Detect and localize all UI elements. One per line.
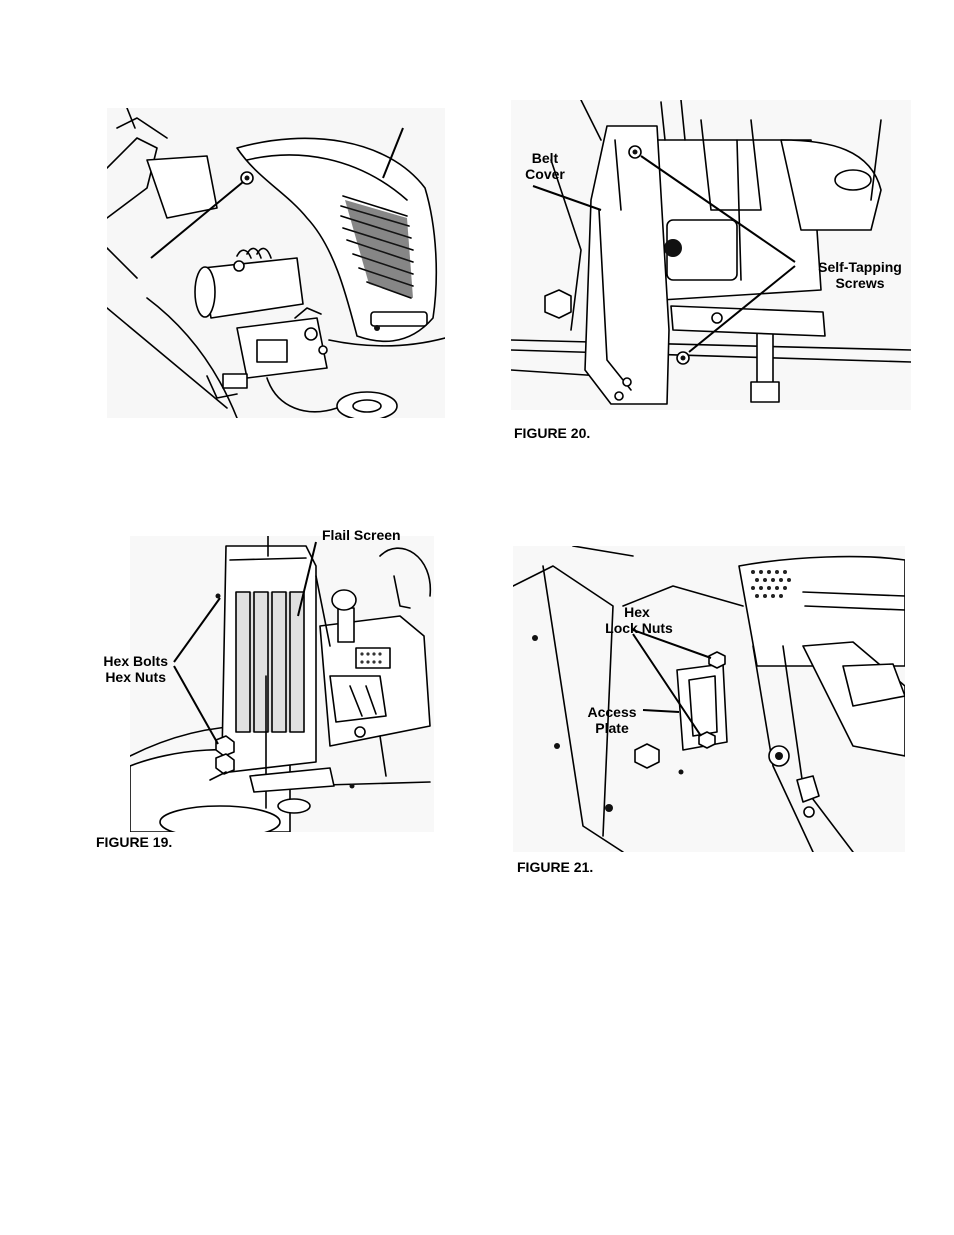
nut-icon (699, 732, 715, 748)
screws-label: Screws (830, 275, 890, 291)
figure-18-drawing (107, 108, 445, 418)
figure-18-illustration (107, 108, 445, 418)
dipstick-cap (332, 590, 356, 610)
engine-grille (356, 648, 390, 668)
self-tapping-label: Self-Tapping (806, 259, 914, 275)
belt-label: Belt (520, 150, 570, 166)
engine-plug (664, 239, 682, 257)
hex-bolts-label: Hex Bolts (84, 653, 168, 669)
hood-latch (371, 312, 427, 326)
hex-nuts-label: Hex Nuts (84, 669, 166, 685)
figure-21-caption: FIGURE 21. (517, 859, 593, 875)
bolt-icon (216, 736, 234, 756)
nut-icon (635, 744, 659, 768)
flail-screen-label: Flail Screen (322, 527, 401, 543)
figure-21-illustration (513, 546, 905, 852)
access-label: Access (580, 704, 644, 720)
figure-21-drawing (513, 546, 905, 852)
nut-icon (709, 652, 725, 668)
nut-icon (545, 290, 571, 318)
figure-19-caption: FIGURE 19. (96, 834, 172, 850)
figure-20-drawing (511, 100, 911, 410)
nut-icon (216, 754, 234, 774)
plate-label: Plate (584, 720, 640, 736)
figure-20-caption: FIGURE 20. (514, 425, 590, 441)
cover-label: Cover (518, 166, 572, 182)
hex-label: Hex (612, 604, 662, 620)
figure-19-illustration (130, 536, 434, 832)
figure-20-illustration (511, 100, 911, 410)
figure-19-drawing (130, 536, 434, 832)
dipstick-tube (338, 608, 354, 642)
lock-nuts-label: Lock Nuts (594, 620, 684, 636)
